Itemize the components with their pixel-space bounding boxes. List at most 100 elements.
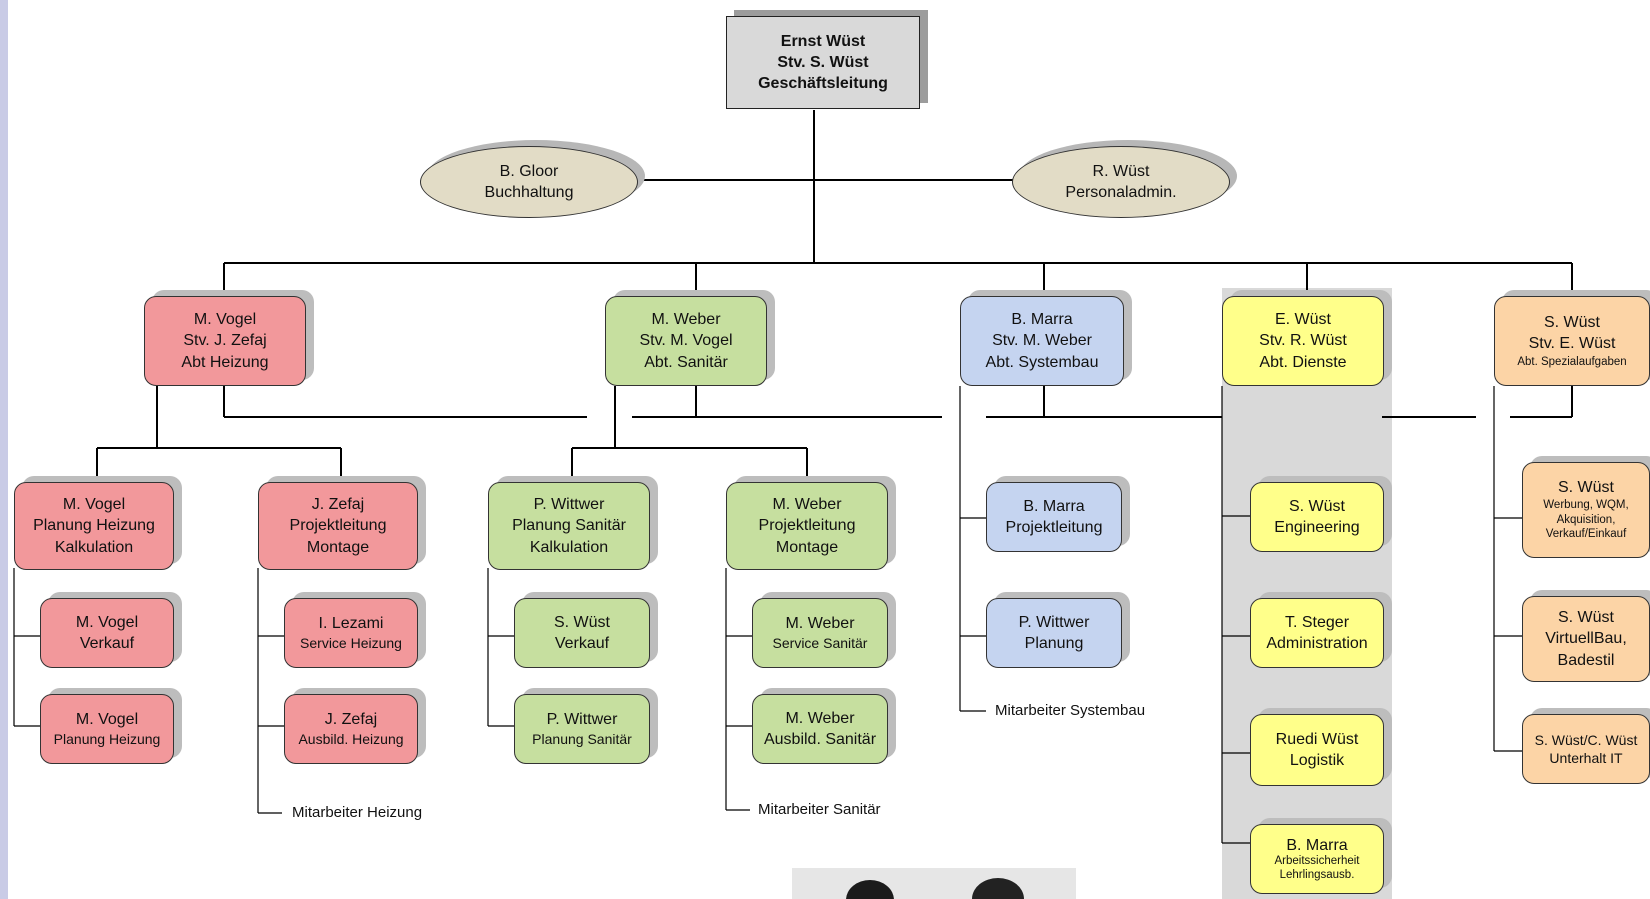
node-wittwer-planung-sanitaer-2: P. Wittwer Planung Sanitär [514,694,650,764]
node-line: J. Zefaj [324,711,378,729]
node-marra-arbeitssicherheit: B. Marra Arbeitssicherheit Lehrlingsausb… [1250,824,1384,894]
node-line: Personaladmin. [1065,184,1177,201]
photo-head [972,878,1024,899]
node-vogel-verkauf: M. Vogel Verkauf [40,598,174,668]
node-line: Stv. M. Weber [992,332,1092,350]
node-line: M. Vogel [62,496,126,514]
node-abt-spezialaufgaben: S. Wüst Stv. E. Wüst Abt. Spezialaufgabe… [1494,296,1650,386]
node-line: S. Wüst [1557,479,1614,497]
node-line: R. Wüst [1092,162,1150,180]
left-border-strip [0,0,8,899]
node-line: P. Wittwer [1018,613,1090,631]
node-wittwer-planung-sanitaer: P. Wittwer Planung Sanitär Kalkulation [488,482,650,570]
node-line: S. Wüst [553,613,610,631]
node-line: M. Vogel [75,711,139,729]
node-abt-dienste: E. Wüst Stv. R. Wüst Abt. Dienste [1222,296,1384,386]
node-line: S. Wüst/C. Wüst [1534,731,1638,748]
node-line: M. Weber [785,615,855,633]
node-line: Montage [775,538,839,556]
node-line: Stv. R. Wüst [1259,332,1347,350]
node-vogel-planung-heizung-2: M. Vogel Planung Heizung [40,694,174,764]
node-line: P. Wittwer [546,711,618,729]
node-swuest-unterhalt-it: S. Wüst/C. Wüst Unterhalt IT [1522,714,1650,784]
node-abt-systembau: B. Marra Stv. M. Weber Abt. Systembau [960,296,1124,386]
node-line: J. Zefaj [311,496,365,514]
node-line: Abt. Spezialaufgaben [1517,355,1627,368]
node-line: B. Marra [1286,836,1348,854]
node-weber-service-sanitaer: M. Weber Service Sanitär [752,598,888,668]
node-line: Lehrlingsausb. [1279,868,1355,881]
node-line: Stv. J. Zefaj [183,332,267,350]
node-line: Stv. E. Wüst [1528,335,1616,353]
node-line: Service Heizung [300,635,402,652]
node-line: S. Wüst [1543,314,1600,332]
node-line: M. Weber [785,709,855,727]
node-buchhaltung: B. Gloor Buchhaltung [420,146,638,218]
node-marra-projektleitung: B. Marra Projektleitung [986,482,1122,552]
node-geschaeftsleitung: Ernst Wüst Stv. S. Wüst Geschäftsleitung [726,16,920,109]
node-vogel-planung-heizung: M. Vogel Planung Heizung Kalkulation [14,482,174,570]
node-wittwer-planung: P. Wittwer Planung [986,598,1122,668]
node-line: Ausbild. Sanitär [763,731,877,748]
node-line: M. Weber [651,311,721,329]
node-line: Verkauf [79,635,135,652]
node-abt-heizung: M. Vogel Stv. J. Zefaj Abt Heizung [144,296,306,386]
node-line: Ausbild. Heizung [298,731,404,748]
node-line: Planung Heizung [53,731,161,748]
node-line: B. Gloor [499,162,559,180]
node-lezami-service-heizung: I. Lezami Service Heizung [284,598,418,668]
node-abt-sanitaer: M. Weber Stv. M. Vogel Abt. Sanitär [605,296,767,386]
node-line: Werbung, WQM, [1543,499,1629,512]
node-zefaj-projektleitung: J. Zefaj Projektleitung Montage [258,482,418,570]
node-line: Abt Heizung [181,353,269,371]
node-line: Planung Heizung [33,517,155,535]
node-line: Badestil [1557,651,1615,669]
team-photo-fragment [792,868,1076,899]
dienste-column-background [1222,288,1392,899]
node-line: Planung [1024,635,1084,652]
node-line: Administration [1266,635,1368,652]
node-line: E. Wüst [1274,311,1331,329]
node-line: Service Sanitär [772,635,868,652]
node-line: Buchhaltung [484,184,574,201]
node-line: Verkauf [554,635,610,652]
node-line: Ernst Wüst [780,32,866,50]
node-line: Abt. Systembau [985,353,1099,371]
node-line: Projektleitung [1005,519,1103,536]
node-line: Geschäftsleitung [758,75,888,93]
node-line: P. Wittwer [533,496,605,514]
node-line: Abt. Sanitär [644,353,728,371]
node-line: Kalkulation [54,538,134,556]
node-line: T. Steger [1284,613,1350,631]
node-ruedi-logistik: Ruedi Wüst Logistik [1250,714,1384,786]
node-steger-administration: T. Steger Administration [1250,598,1384,668]
node-line: I. Lezami [318,615,384,633]
label-mitarbeiter-sanitaer: Mitarbeiter Sanitär [758,801,881,818]
node-line: Projektleitung [289,517,387,535]
node-line: M. Vogel [75,613,139,631]
node-weber-projektleitung: M. Weber Projektleitung Montage [726,482,888,570]
node-swuest-virtuellbau: S. Wüst VirtuellBau, Badestil [1522,596,1650,682]
node-swuest-engineering: S. Wüst Engineering [1250,482,1384,552]
node-line: Abt. Dienste [1259,353,1347,371]
node-line: Logistik [1289,752,1345,769]
node-weber-ausbild-sanitaer: M. Weber Ausbild. Sanitär [752,694,888,764]
node-line: B. Marra [1023,497,1085,515]
node-line: Projektleitung [758,517,856,535]
node-line: Unterhalt IT [1549,750,1623,766]
node-line: Stv. M. Vogel [639,332,733,350]
node-line: Verkauf/Einkauf [1545,528,1627,541]
node-line: Engineering [1274,519,1360,536]
node-line: Akquisition, [1556,513,1616,526]
node-zefaj-ausbild-heizung: J. Zefaj Ausbild. Heizung [284,694,418,764]
node-line: M. Vogel [193,311,257,329]
node-swuest-werbung: S. Wüst Werbung, WQM, Akquisition, Verka… [1522,462,1650,558]
node-personaladmin: R. Wüst Personaladmin. [1012,146,1230,218]
node-line: S. Wüst [1288,497,1345,515]
node-swuest-verkauf: S. Wüst Verkauf [514,598,650,668]
node-line: B. Marra [1011,311,1073,329]
node-line: Arbeitssicherheit [1274,854,1360,867]
node-line: M. Weber [772,496,842,514]
